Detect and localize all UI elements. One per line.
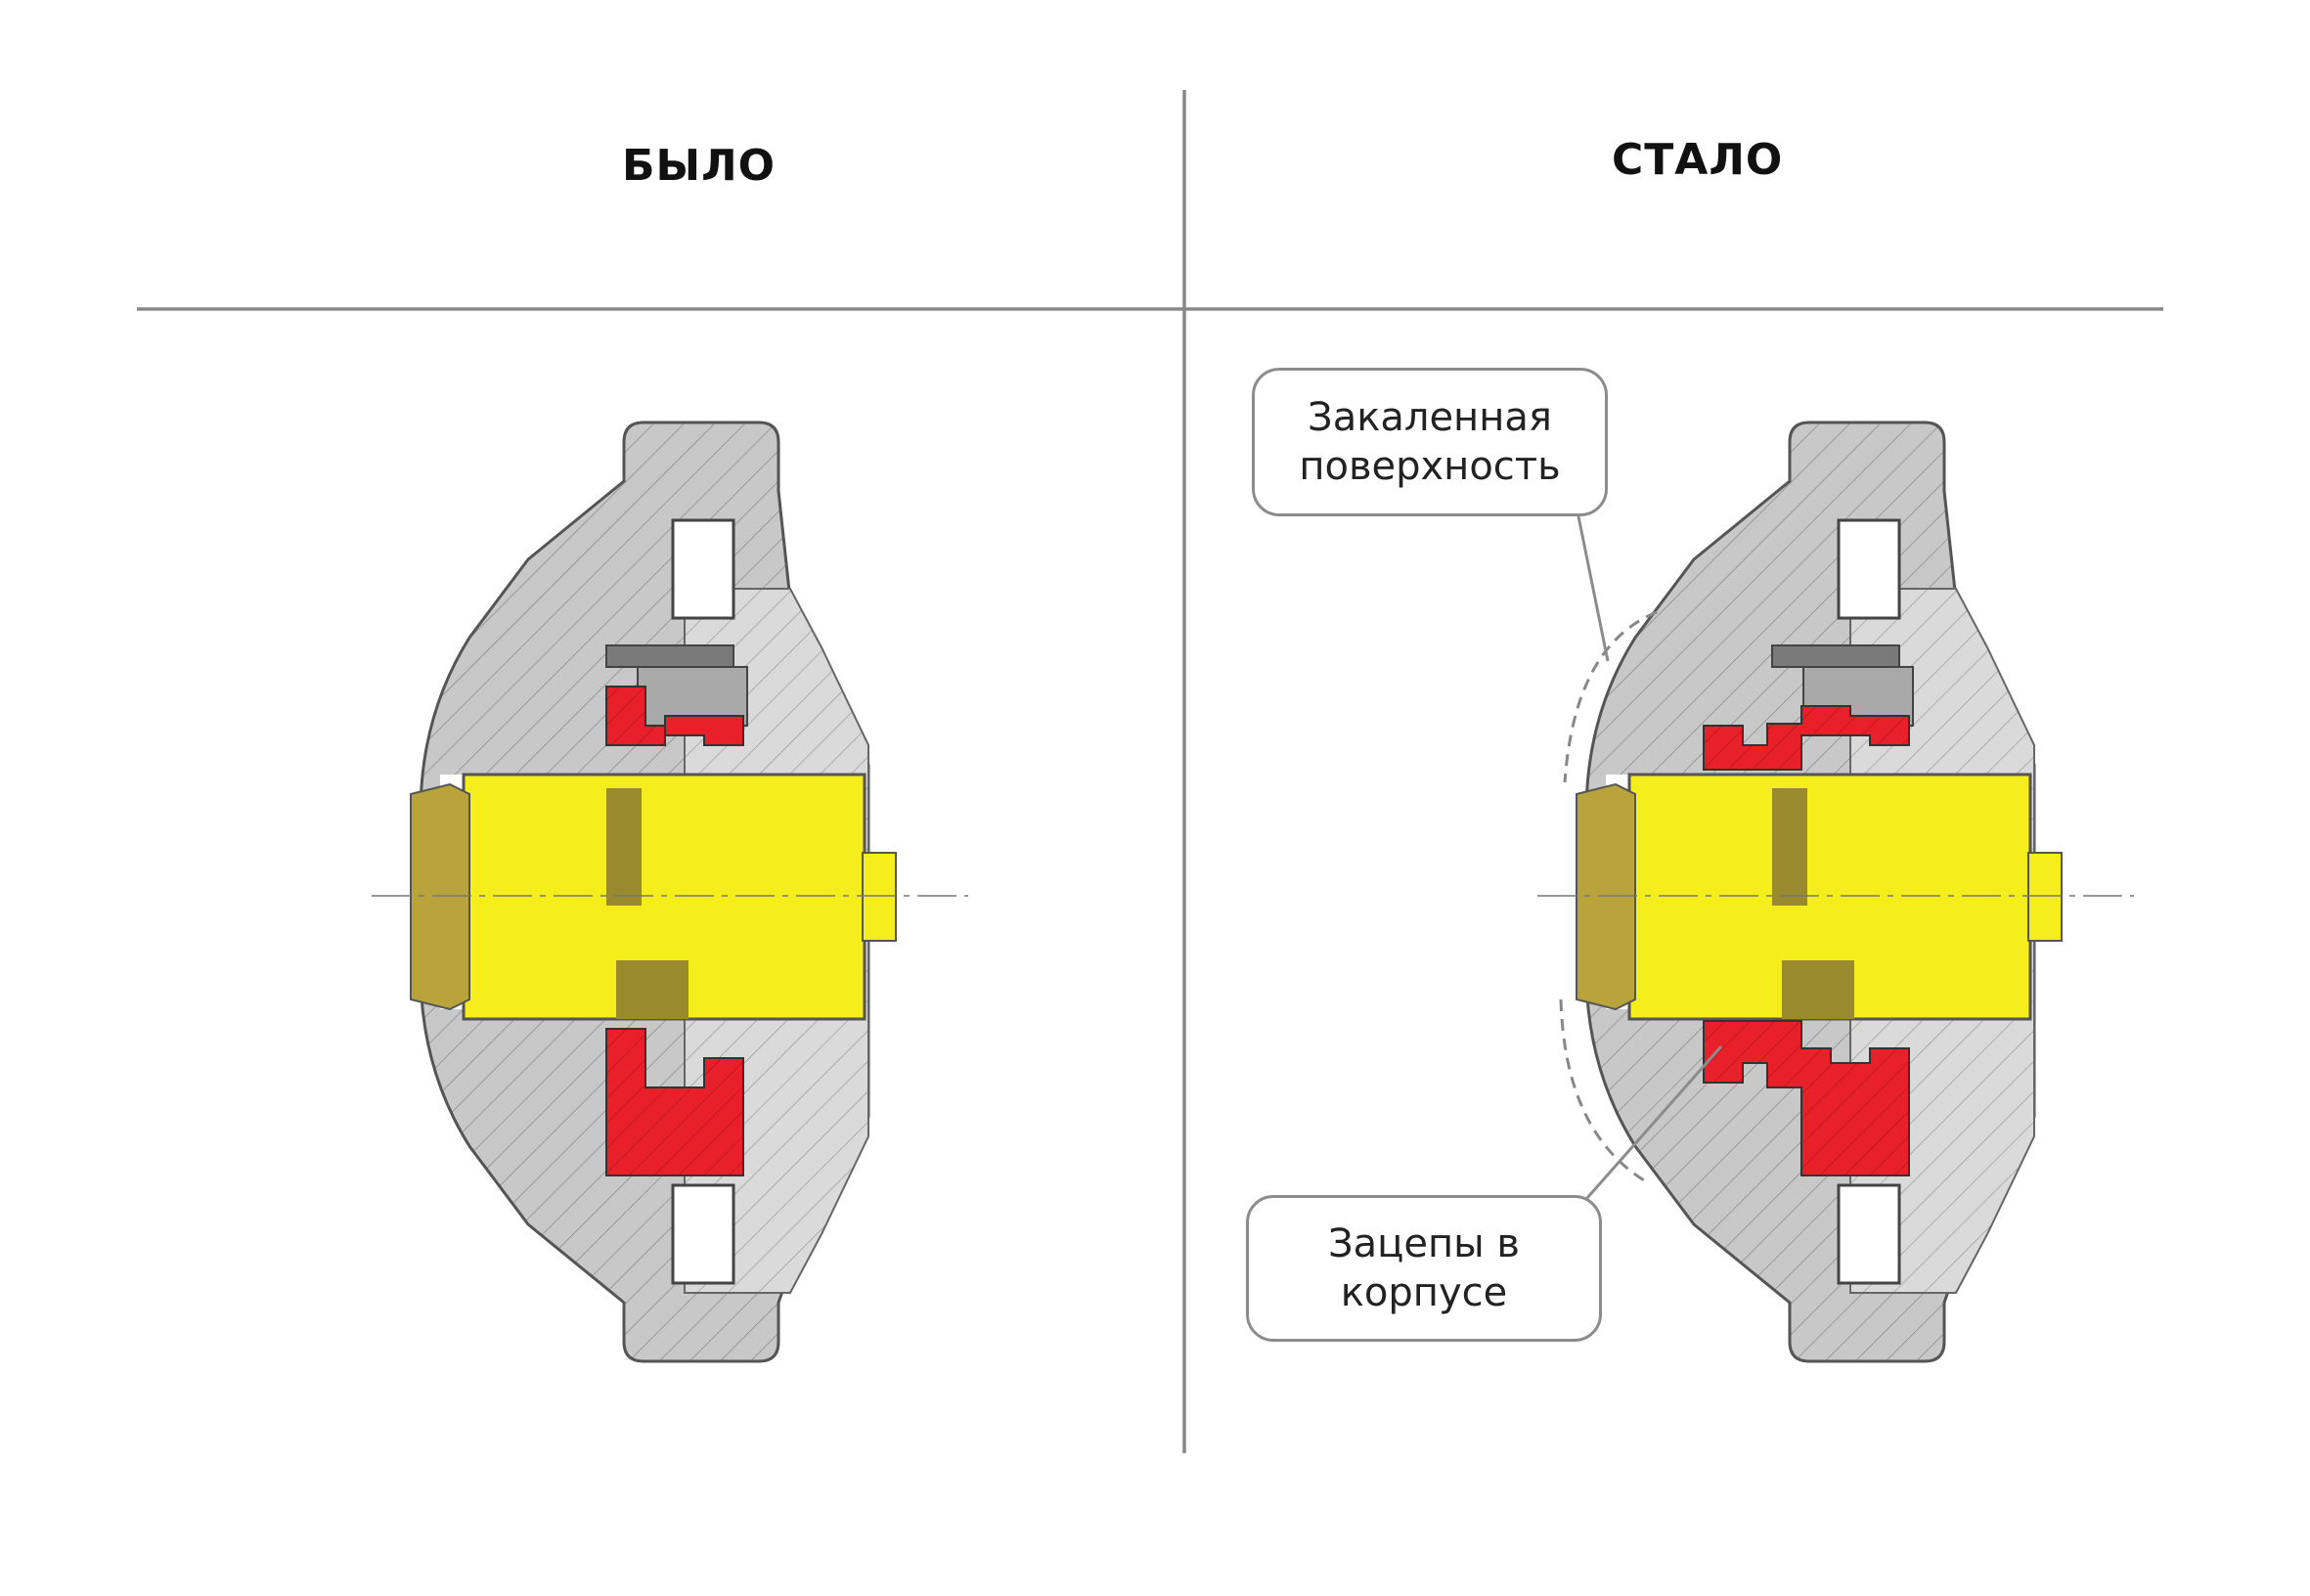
before-assembly (370, 421, 970, 1363)
lugs-leader (1584, 1045, 1723, 1200)
after-heading: СТАЛО (1612, 135, 1784, 185)
hardened-arc-upper (1563, 610, 1658, 783)
lugs-callout-line1: Зацепы в (1327, 1221, 1520, 1266)
hardened-callout-line2: поверхность (1299, 444, 1561, 489)
housing-lugs-callout: Зацепы в корпусе (1246, 1195, 1602, 1342)
hardened-surface-callout: Закаленная поверхность (1252, 368, 1608, 516)
before-heading: БЫЛО (622, 141, 777, 191)
after-assembly (1535, 421, 2136, 1363)
hardened-callout-line1: Закаленная (1308, 395, 1552, 440)
lugs-callout-line2: корпусе (1340, 1270, 1508, 1315)
hardened-leader (1577, 515, 1610, 662)
